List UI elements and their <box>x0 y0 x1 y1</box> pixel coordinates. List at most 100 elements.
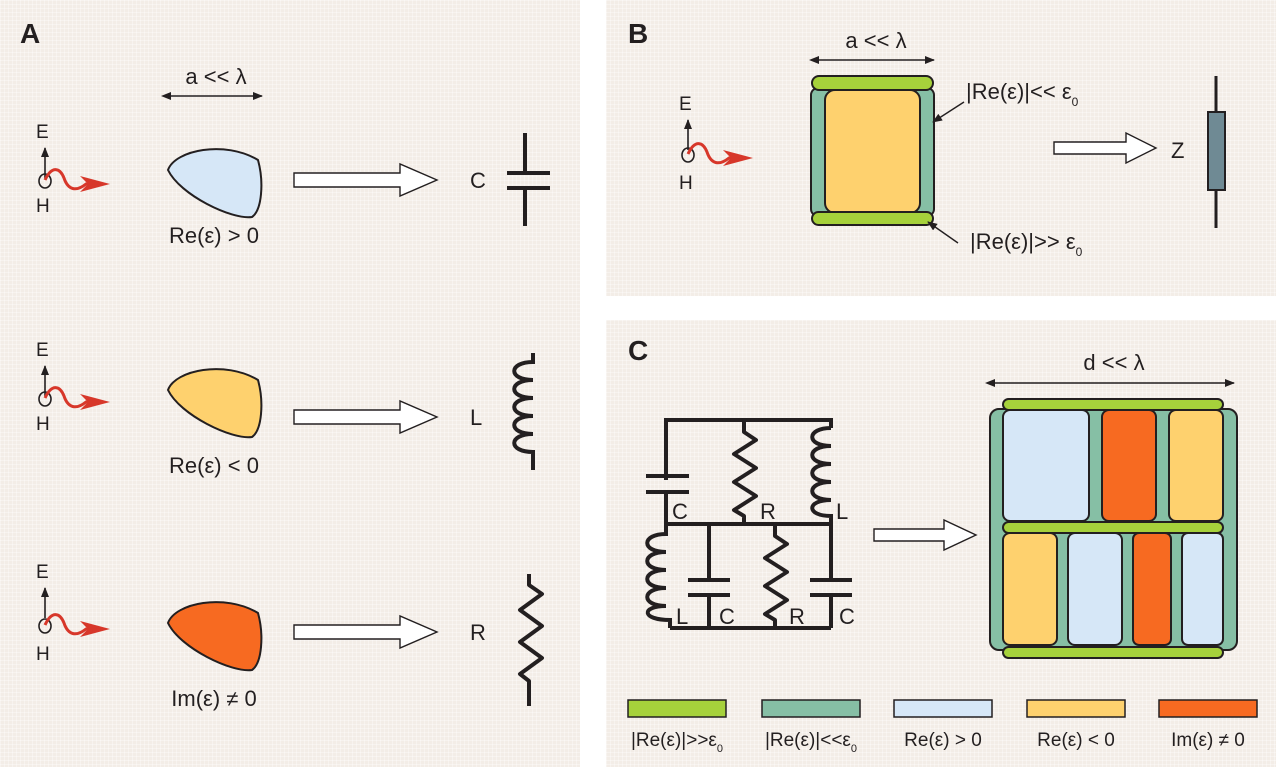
capacitor-icon <box>507 133 550 226</box>
transform-arrow-icon <box>293 399 439 435</box>
legend-swatch <box>1158 699 1258 718</box>
panel-b-label: B <box>628 18 648 49</box>
wave-arrowhead-icon <box>80 394 110 410</box>
legend-swatch <box>761 699 861 718</box>
transform-arrow-icon <box>1053 131 1158 165</box>
legend-item: |Re(ε)|<<ε0 <box>761 699 861 755</box>
h-field-label: H <box>36 644 50 665</box>
legend-item: Re(ε) < 0 <box>1026 699 1126 751</box>
panel-b: B a << λ E H |Re(ε)|<< ε0 |Re(ε)|>> ε0 Z <box>606 0 1276 296</box>
legend-swatch <box>627 699 727 718</box>
panel-c-diagram: C <box>627 335 1258 755</box>
strong-bottom-layer <box>811 211 934 226</box>
wave-icon <box>43 613 93 636</box>
h-field-label: H <box>36 196 50 217</box>
e-field-label: E <box>679 94 692 115</box>
legend-label: |Re(ε)|<<ε0 <box>765 730 857 755</box>
impedance-icon <box>1207 76 1226 228</box>
element-label: L <box>470 405 482 430</box>
negative-cell <box>1002 532 1058 646</box>
layered-block <box>810 75 935 226</box>
circuit-label: L <box>676 604 688 629</box>
h-field-circle-icon <box>38 618 52 634</box>
negative-core <box>824 89 921 214</box>
legend-item: Im(ε) ≠ 0 <box>1158 699 1258 751</box>
panel-a-diagram: A a << λ E H Re(ε) > 0 C E H Re(ε) < 0 L <box>20 18 550 711</box>
circuit-label: R <box>789 604 805 629</box>
strong-layer <box>1002 646 1224 659</box>
material-label: Re(ε) > 0 <box>169 223 259 248</box>
circuit-label: C <box>719 604 735 629</box>
strong-top-layer <box>811 75 934 91</box>
composite-block <box>989 398 1238 659</box>
positive-cell <box>1181 532 1224 646</box>
legend-swatch <box>1026 699 1126 718</box>
lossy-cell <box>1132 532 1172 646</box>
legend-label: Re(ε) > 0 <box>904 730 982 751</box>
wave-arrowhead-icon <box>80 176 110 192</box>
particle-shape <box>166 368 263 439</box>
capacitor-icon <box>810 524 852 628</box>
e-field-label: E <box>36 340 49 361</box>
capacitor-icon <box>688 524 730 628</box>
callout-bottom-label: |Re(ε)|>> ε0 <box>970 229 1083 259</box>
h-field-label: H <box>679 173 693 194</box>
inductor-icon <box>512 353 535 470</box>
material-label: Im(ε) ≠ 0 <box>171 686 256 711</box>
panel-b-diagram: B a << λ E H |Re(ε)|<< ε0 |Re(ε)|>> ε0 Z <box>628 18 1226 259</box>
wave-icon <box>43 168 93 191</box>
row-inductor: E H Re(ε) < 0 L <box>36 340 535 478</box>
legend-label: Im(ε) ≠ 0 <box>1171 730 1245 751</box>
top-rail <box>664 418 833 480</box>
legend-label: |Re(ε)|>>ε0 <box>631 730 723 755</box>
transform-arrow-icon <box>873 518 978 552</box>
circuit-label: C <box>839 604 855 629</box>
panel-a: A a << λ E H Re(ε) > 0 C E H Re(ε) < 0 L <box>0 0 580 767</box>
callout-arrow-side <box>932 101 965 123</box>
wave-icon <box>686 142 736 165</box>
e-field-label: E <box>36 122 49 143</box>
element-label: R <box>470 620 486 645</box>
h-field-label: H <box>36 414 50 435</box>
wave-arrowhead-icon <box>80 621 110 637</box>
size-annotation: a << λ <box>845 28 906 53</box>
legend: |Re(ε)|>>ε0 |Re(ε)|<<ε0 Re(ε) > 0 Re(ε) < 0… <box>627 699 1258 755</box>
lossy-cell <box>1101 409 1157 522</box>
material-label: Re(ε) < 0 <box>169 453 259 478</box>
resistor-icon <box>763 524 789 628</box>
strong-layer <box>1002 521 1224 534</box>
circuit-label: C <box>672 499 688 524</box>
legend-item: |Re(ε)|>>ε0 <box>627 699 727 755</box>
element-label: C <box>470 168 486 193</box>
h-field-circle-icon <box>681 147 695 163</box>
resistor-icon <box>732 420 758 524</box>
capacitor-icon <box>646 474 689 524</box>
wave-icon <box>43 386 93 409</box>
particle-shape <box>166 148 263 219</box>
h-field-circle-icon <box>38 173 52 189</box>
panel-a-label: A <box>20 18 40 49</box>
size-annotation: d << λ <box>1083 350 1144 375</box>
row-capacitor: E H Re(ε) > 0 C <box>36 122 550 248</box>
negative-cell <box>1168 409 1224 522</box>
legend-item: Re(ε) > 0 <box>893 699 993 751</box>
element-label: Z <box>1171 138 1184 163</box>
legend-label: Re(ε) < 0 <box>1037 730 1115 751</box>
particle-shape <box>166 601 263 672</box>
e-field-label: E <box>36 562 49 583</box>
inductor-icon <box>810 426 833 524</box>
h-field-circle-icon <box>38 391 52 407</box>
legend-swatch <box>893 699 993 718</box>
row-resistor: E H Im(ε) ≠ 0 R <box>36 562 544 711</box>
transform-arrow-icon <box>293 162 439 198</box>
resistor-icon <box>518 574 544 706</box>
circuit-label: R <box>760 499 776 524</box>
circuit-label: L <box>836 499 848 524</box>
wave-arrowhead-icon <box>723 150 753 166</box>
panel-c-label: C <box>628 335 648 366</box>
strong-layer <box>1002 398 1224 411</box>
transform-arrow-icon <box>293 614 439 650</box>
circuit-network: C R L L C R C <box>645 418 855 630</box>
callout-side-label: |Re(ε)|<< ε0 <box>966 79 1079 109</box>
callout-arrow-bottom <box>927 221 959 244</box>
